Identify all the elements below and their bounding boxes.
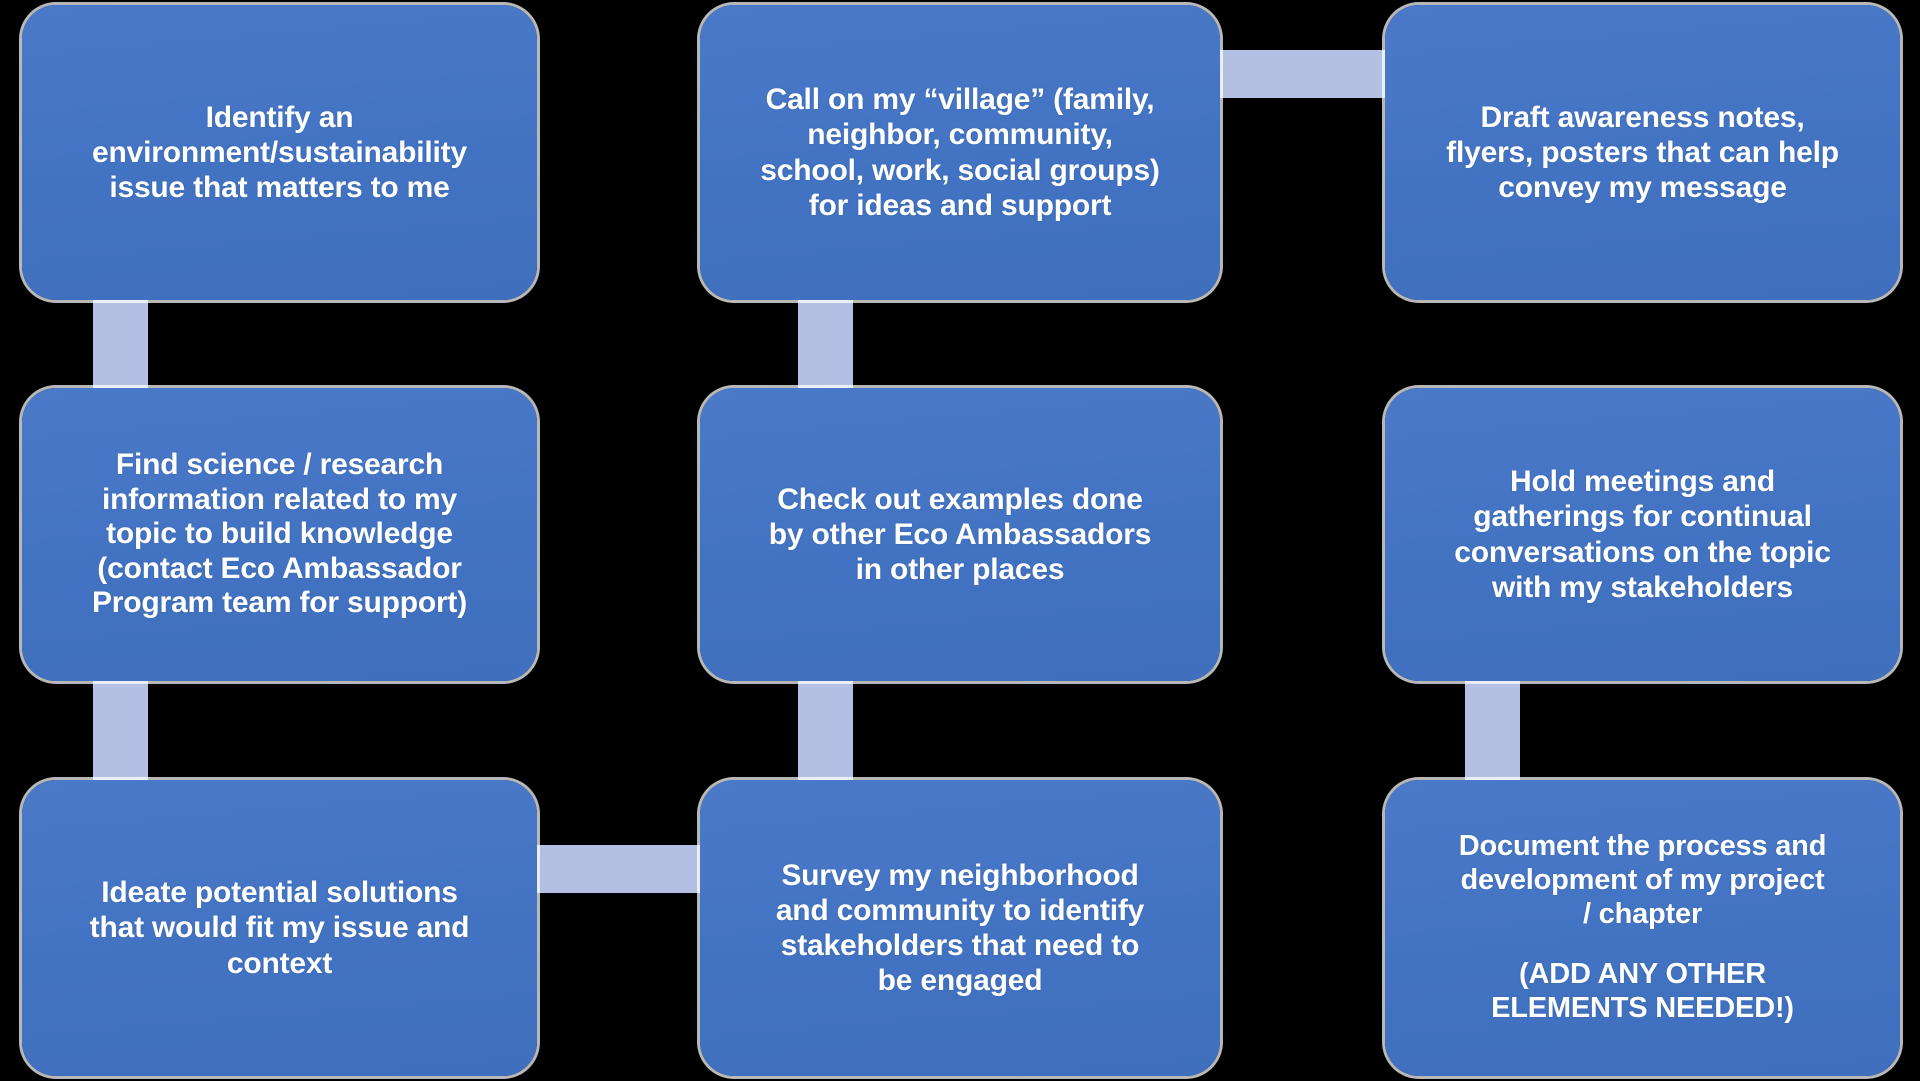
document-process-text-stack: Document the process and development of … <box>1407 830 1878 1026</box>
survey-neighborhood-box[interactable]: Survey my neighborhood and community to … <box>700 780 1220 1076</box>
connector-node7-to-node8 <box>510 845 710 893</box>
hold-meetings-box[interactable]: Hold meetings and gatherings for continu… <box>1385 388 1900 681</box>
document-process-primary-label: Document the process and development of … <box>1458 830 1827 931</box>
connector-node2-to-node5 <box>798 280 853 400</box>
connector-node4-to-node7 <box>93 678 148 788</box>
hold-meetings-label: Hold meetings and gatherings for continu… <box>1454 465 1831 604</box>
survey-neighborhood-label: Survey my neighborhood and community to … <box>775 858 1145 998</box>
document-process-box[interactable]: Document the process and development of … <box>1385 780 1900 1076</box>
connector-node1-to-node4 <box>93 296 148 406</box>
connector-node2-to-node3 <box>1200 50 1390 98</box>
ideate-solutions-label: Ideate potential solutions that would fi… <box>89 876 470 980</box>
call-on-village-box[interactable]: Call on my “village” (family, neighbor, … <box>700 5 1220 300</box>
identify-issue-label: Identify an environment/sustainability i… <box>92 100 467 205</box>
call-on-village-label: Call on my “village” (family, neighbor, … <box>760 83 1160 222</box>
ideate-solutions-box[interactable]: Ideate potential solutions that would fi… <box>22 780 537 1076</box>
document-process-secondary-label: (ADD ANY OTHER ELEMENTS NEEDED!) <box>1491 957 1794 1024</box>
check-examples-label: Check out examples done by other Eco Amb… <box>768 482 1152 587</box>
identify-issue-box[interactable]: Identify an environment/sustainability i… <box>22 5 537 300</box>
find-science-research-label: Find science / research information rela… <box>91 448 468 620</box>
connector-node6-to-node9 <box>1465 672 1520 792</box>
draft-awareness-notes-box[interactable]: Draft awareness notes, flyers, posters t… <box>1385 5 1900 300</box>
find-science-research-box[interactable]: Find science / research information rela… <box>22 388 537 681</box>
draft-awareness-notes-label: Draft awareness notes, flyers, posters t… <box>1446 100 1839 205</box>
check-examples-box[interactable]: Check out examples done by other Eco Amb… <box>700 388 1220 681</box>
